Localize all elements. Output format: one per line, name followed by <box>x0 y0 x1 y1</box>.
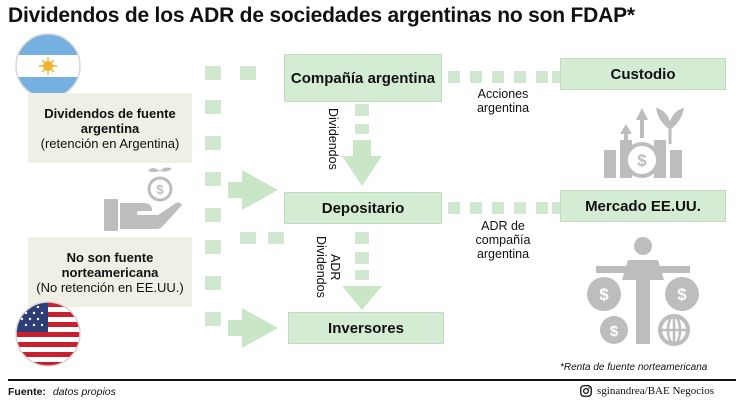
svg-text:$: $ <box>156 182 164 197</box>
info-bottom-bold: No son fuente norteamericana <box>61 249 159 280</box>
usa-flag-icon <box>15 301 81 367</box>
dash <box>268 232 284 244</box>
info-bottom-normal: (No retención en EE.UU.) <box>36 279 184 295</box>
dash <box>205 240 221 254</box>
dash <box>492 202 504 214</box>
dash <box>536 202 548 214</box>
footnote: *Renta de fuente norteamericana <box>560 362 708 373</box>
box-inversores: Inversores <box>288 312 444 344</box>
box-inversores-label: Inversores <box>328 319 404 337</box>
arrow-down-shaft <box>353 140 371 156</box>
dash <box>355 252 369 264</box>
svg-text:$: $ <box>610 323 619 340</box>
dash <box>536 71 548 83</box>
dash <box>552 71 560 83</box>
argentina-flag-icon <box>15 33 81 99</box>
label-adr-dividendos: ADR Dividendos <box>314 236 342 298</box>
box-mercado-eeuu: Mercado EE.UU. <box>560 190 726 222</box>
footer-credit-text: sginandrea/BAE Negocios <box>597 385 714 397</box>
dash <box>205 100 221 114</box>
arrow-right-shaft <box>228 320 242 336</box>
instagram-icon <box>580 385 592 397</box>
dash <box>514 202 526 214</box>
dash <box>355 104 369 116</box>
dash <box>492 71 504 83</box>
dash <box>205 208 221 222</box>
svg-text:$: $ <box>599 285 609 304</box>
info-top-bold: Dividendos de fuente argentina <box>44 105 176 136</box>
arrow-down <box>342 286 382 310</box>
footer-source-value: datos propios <box>52 386 116 398</box>
footer-divider <box>8 379 736 381</box>
arrow-right <box>242 308 278 348</box>
balance-scale-icon: $ $ $ <box>587 237 699 346</box>
box-custodio: Custodio <box>560 58 726 90</box>
info-top-normal: (retención en Argentina) <box>40 135 180 151</box>
footer-source: Fuente: datos propios <box>8 386 116 398</box>
arrow-down <box>342 156 382 186</box>
svg-text:$: $ <box>677 285 687 304</box>
box-depositario: Depositario <box>284 192 442 224</box>
dash <box>205 66 221 80</box>
page-title: Dividendos de los ADR de sociedades arge… <box>8 4 635 27</box>
box-compania-label: Compañía argentina <box>290 69 436 87</box>
box-custodio-label: Custodio <box>610 65 676 83</box>
label-dividendos: Dividendos <box>326 108 340 170</box>
dash <box>470 71 482 83</box>
dash <box>470 202 482 214</box>
dash <box>355 124 369 134</box>
info-no-fuente-norteamericana: No son fuente norteamericana (No retenci… <box>28 237 192 307</box>
box-depositario-label: Depositario <box>321 199 405 217</box>
dash <box>552 202 560 214</box>
box-mercado-label: Mercado EE.UU. <box>585 197 701 215</box>
dash <box>448 202 460 214</box>
hand-money-icon: $ <box>104 167 182 231</box>
dash <box>205 276 221 290</box>
arrow-right-shaft <box>228 182 242 198</box>
dash <box>355 270 369 280</box>
dash <box>205 136 221 150</box>
footer-credit: sginandrea/BAE Negocios <box>580 385 714 397</box>
footer-source-label: Fuente: <box>8 386 46 398</box>
dash <box>240 232 256 244</box>
arrow-right <box>242 170 278 210</box>
info-dividendos-fuente-argentina: Dividendos de fuente argentina (retenció… <box>28 93 192 163</box>
dash <box>240 66 256 80</box>
dash <box>514 71 526 83</box>
dash <box>205 172 221 186</box>
box-compania-argentina: Compañía argentina <box>284 54 442 102</box>
dash <box>448 71 460 83</box>
growth-chart-icon: $ <box>604 107 685 178</box>
dash <box>355 232 369 244</box>
svg-text:$: $ <box>637 151 647 170</box>
dash <box>205 312 221 326</box>
label-adr-compania: ADR de compañía argentina <box>475 219 531 261</box>
label-acciones-argentina: Acciones argentina <box>476 87 530 115</box>
